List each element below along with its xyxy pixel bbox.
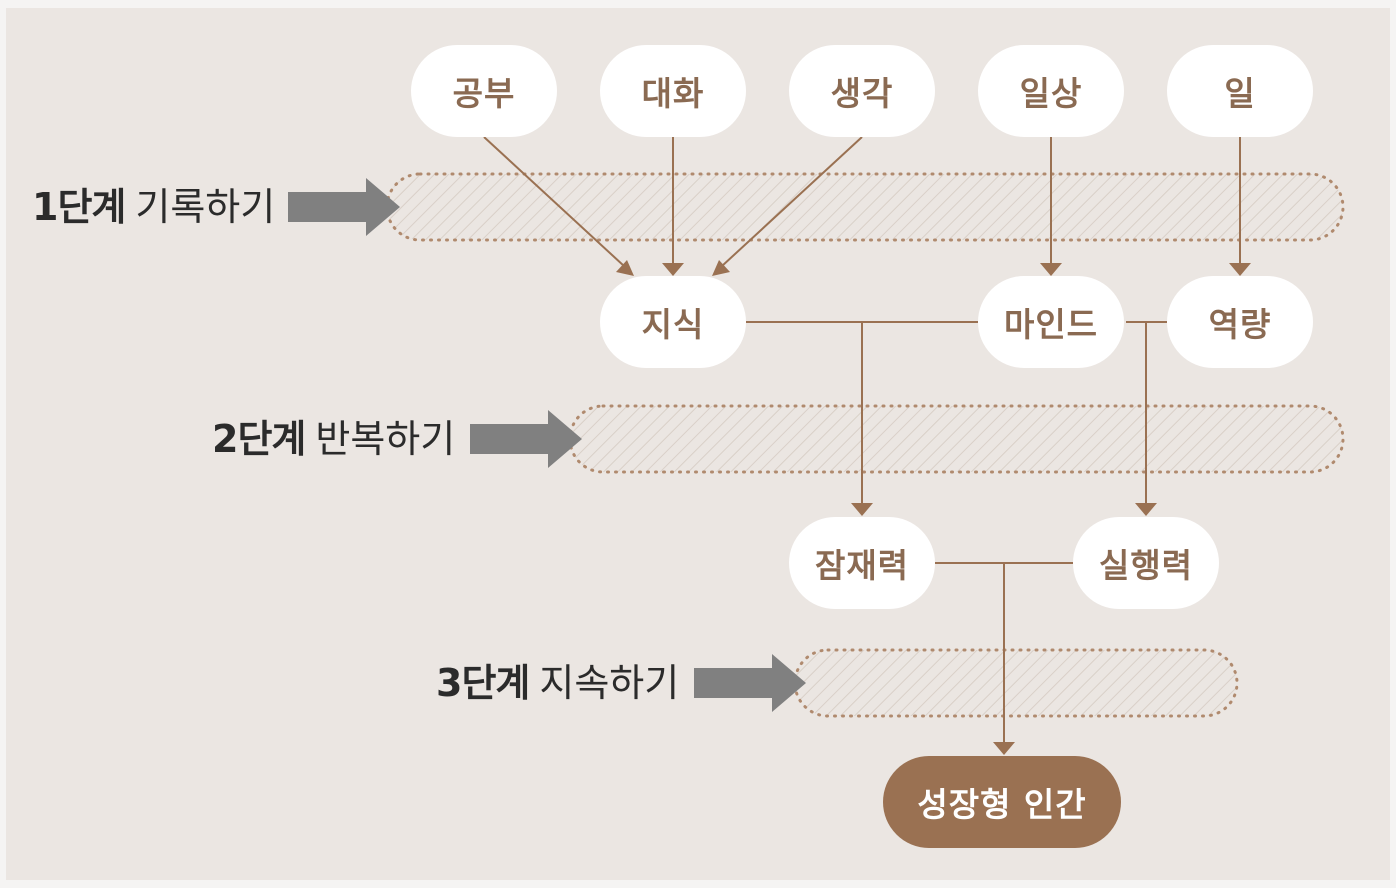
node-study: 공부: [411, 45, 557, 137]
node-work: 일: [1167, 45, 1313, 137]
node-execution: 실행력: [1073, 517, 1219, 609]
stage-arrow-1: [288, 178, 400, 236]
node-capability: 역량: [1167, 276, 1313, 368]
stage-action-3: 지속하기: [539, 661, 680, 705]
stage-band-3: [793, 648, 1239, 718]
arrowhead-potential: [851, 503, 873, 516]
stage-action-1: 기록하기: [135, 185, 276, 229]
node-knowledge: 지식: [600, 276, 746, 368]
stage-arrow-3: [694, 654, 806, 712]
stage-band-2: [568, 404, 1345, 474]
stage-step-2: 2단계: [212, 417, 306, 461]
node-conversation: 대화: [600, 45, 746, 137]
node-potential: 잠재력: [789, 517, 935, 609]
node-daily-life: 일상: [978, 45, 1124, 137]
stage-step-1: 1단계: [32, 185, 126, 229]
arrowhead-thought-knowledge: [712, 260, 730, 276]
connector-thought-knowledge: [721, 136, 863, 267]
arrowhead-conversation-knowledge: [662, 263, 684, 276]
arrowhead-work-capability: [1229, 263, 1251, 276]
node-mindset: 마인드: [978, 276, 1124, 368]
arrowhead-daily-mindset: [1040, 263, 1062, 276]
stage-step-3: 3단계: [436, 661, 530, 705]
stage-action-2: 반복하기: [315, 417, 456, 461]
connector-study-knowledge: [483, 136, 625, 267]
arrowhead-study-knowledge: [616, 260, 634, 276]
arrowhead-execution: [1135, 503, 1157, 516]
node-growth-person: 성장형 인간: [883, 756, 1121, 848]
arrowhead-final: [993, 742, 1015, 755]
node-thought: 생각: [789, 45, 935, 137]
stage-band-1: [385, 172, 1345, 242]
stage-arrow-2: [470, 410, 582, 468]
